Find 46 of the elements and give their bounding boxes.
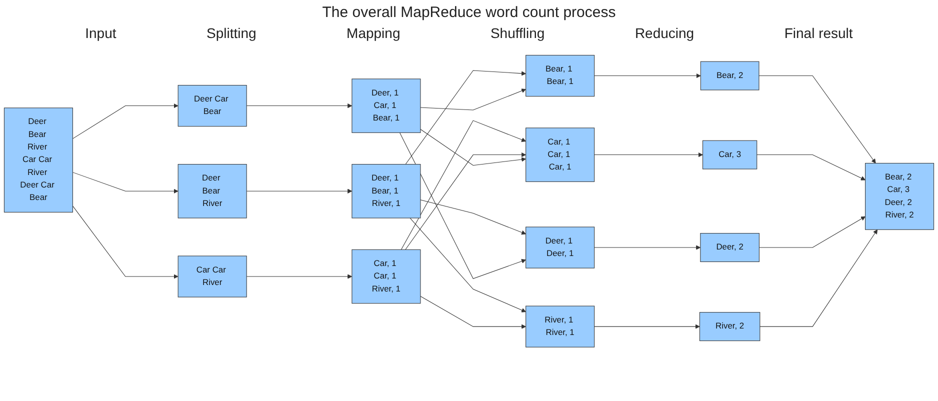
arrow — [756, 154, 866, 180]
arrow — [405, 152, 526, 250]
node-box: Car Car River — [178, 256, 247, 298]
node-box: Car, 1 Car, 1 River, 1 — [352, 249, 421, 304]
arrow — [420, 88, 526, 110]
node-box: Bear, 2 — [700, 61, 760, 90]
node-box: River, 2 — [699, 312, 760, 341]
arrow — [399, 132, 526, 279]
node-box: River, 1 River, 1 — [526, 306, 595, 348]
column-heading: Shuffling — [490, 25, 545, 41]
arrow — [246, 103, 352, 108]
arrow — [594, 152, 703, 157]
column-heading: Mapping — [346, 25, 400, 41]
arrow — [420, 128, 526, 166]
node-box: Deer, 1 Deer, 1 — [526, 226, 595, 268]
arrow — [594, 73, 701, 78]
node-box: Deer Car Bear — [178, 84, 247, 126]
arrow — [594, 324, 700, 329]
diagram-title: The overall MapReduce word count process — [321, 4, 617, 21]
node-box: Car, 3 — [702, 140, 758, 170]
arrow — [246, 188, 352, 194]
arrow — [410, 218, 526, 312]
arrow — [405, 70, 526, 164]
arrow — [758, 75, 876, 164]
arrow — [246, 274, 352, 279]
arrow — [72, 206, 178, 279]
arrow — [760, 229, 878, 327]
column-heading: Final result — [784, 25, 853, 41]
column-heading: Reducing — [634, 25, 694, 41]
arrow — [400, 120, 526, 250]
arrow — [594, 245, 701, 250]
arrow — [72, 103, 178, 139]
node-box: Deer, 1 Bear, 1 River, 1 — [352, 164, 421, 218]
column-heading: Input — [85, 25, 116, 41]
node-box: Deer, 2 — [700, 232, 760, 262]
node-box: Car, 1 Car, 1 Car, 1 — [526, 128, 595, 182]
column-heading: Splitting — [206, 25, 256, 41]
arrow — [758, 216, 866, 248]
node-box: Bear, 1 Bear, 1 — [526, 54, 595, 96]
node-box: Bear, 2 Car, 3 Deer, 2 River, 2 — [865, 162, 934, 230]
arrow — [72, 172, 178, 194]
arrow — [420, 296, 526, 329]
node-box: Deer Bear River Car Car River Deer Car Bear — [4, 107, 73, 212]
arrow — [420, 199, 526, 234]
node-box: Deer, 1 Car, 1 Bear, 1 — [352, 78, 421, 133]
node-box: Deer Bear River — [178, 164, 247, 218]
